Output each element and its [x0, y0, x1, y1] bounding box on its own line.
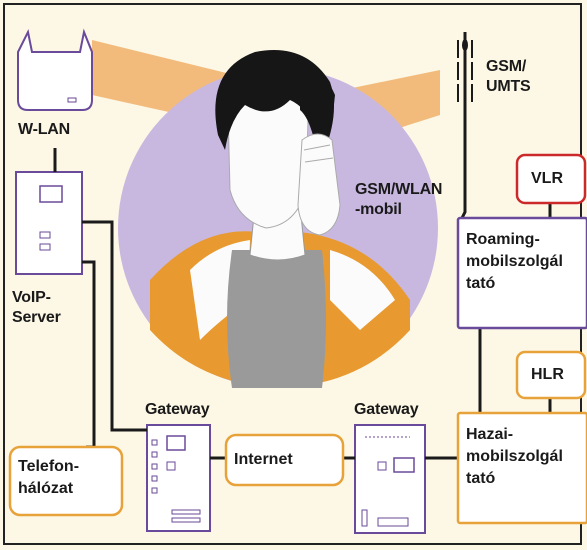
hazai-label: Hazai- mobilszolgál tató — [466, 426, 563, 487]
wlan-label: W-LAN — [18, 121, 70, 138]
person-illustration — [150, 50, 410, 388]
internet-label: Internet — [234, 451, 293, 468]
gateway-right-label: Gateway — [354, 401, 419, 418]
gateway-left-device — [146, 424, 211, 532]
voip-server-device — [15, 171, 83, 275]
vlr-label: VLR — [531, 170, 563, 187]
roaming-label: Roaming- mobilszolgál tató — [466, 231, 563, 292]
telefon-label: Telefon- hálózat — [18, 458, 80, 497]
internet-box — [224, 433, 345, 487]
roaming-box — [456, 216, 587, 330]
hlr-box — [515, 350, 587, 400]
gateway-left-label: Gateway — [145, 401, 210, 418]
hlr-label: HLR — [531, 366, 564, 383]
telefon-box — [8, 445, 124, 517]
wlan-access-point — [17, 28, 93, 111]
gsm-antenna — [457, 32, 473, 185]
gateway-right-device — [354, 424, 426, 534]
gsm-wlan-mobil-label: GSM/WLAN -mobil — [355, 181, 443, 218]
gsm-umts-label: GSM/ UMTS — [486, 58, 531, 95]
hazai-box — [456, 411, 587, 525]
vlr-box — [515, 153, 587, 205]
voip-server-label: VoIP- Server — [12, 289, 61, 326]
